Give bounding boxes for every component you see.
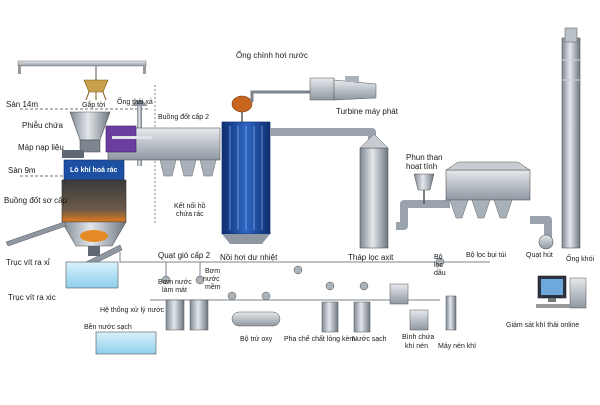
label-ket-noi-ho-2: chứa rác xyxy=(176,211,204,218)
label-bom-nuoc-mem-2: nước xyxy=(203,276,220,283)
label-bo-tru-oxy: Bộ trừ oxy xyxy=(240,336,273,343)
label-turbine-may-phat: Turbine máy phát xyxy=(336,107,398,116)
chemical-dosing-tanks xyxy=(321,301,371,333)
label-san-14m: Sàn 14m xyxy=(6,100,39,109)
chimney-stack xyxy=(561,27,581,249)
grab-bucket-icon xyxy=(83,66,109,101)
acid-scrubber-tower xyxy=(359,133,389,249)
label-binh-chua-1: Bình chứa xyxy=(402,334,435,341)
secondary-combustion-chamber xyxy=(105,125,221,177)
label-bo-loc-bui-tui: Bộ lọc bụi túi xyxy=(466,252,507,259)
label-phun-than-1: Phun than xyxy=(406,153,443,162)
clean-water-basin xyxy=(95,331,157,355)
label-he-thong-xu-ly-nuoc: Hệ thống xử lý nước xyxy=(100,307,165,314)
induced-draft-fan xyxy=(538,234,554,250)
label-ket-noi-ho-1: Kết nối hồ xyxy=(174,203,206,210)
label-buong-dot-cap-2: Buồng đốt cấp 2 xyxy=(158,114,209,121)
label-gap-toi: Gắp tời xyxy=(82,102,106,109)
feed-hopper xyxy=(62,111,111,158)
label-phun-than-2: hoạt tính xyxy=(406,162,438,171)
label-bo-loc-dau-3: dầu xyxy=(434,270,446,277)
label-truc-vit-ra-xic: Trục vít ra xic xyxy=(8,293,56,302)
deaerator-tank xyxy=(231,311,281,327)
label-nuoc-sach: Nước sạch xyxy=(352,336,387,343)
monitoring-computer-icon xyxy=(536,275,587,309)
label-bom-nuoc-lam-mat-1: Bơm nước xyxy=(158,279,192,286)
bag-filter xyxy=(445,161,531,219)
label-ong-khoi: Ống khói xyxy=(566,256,595,263)
label-bo-loc-dau-1: Bộ xyxy=(434,254,443,261)
main-steam-pipe xyxy=(250,90,318,102)
label-giam-sat-khi-thai-online: Giám sát khí thải online xyxy=(506,322,580,329)
label-san-9m: Sàn 9m xyxy=(8,166,36,175)
water-treatment-tanks xyxy=(165,299,209,331)
label-ong-thai-xa: Ống thải xả xyxy=(117,99,153,106)
waste-heat-boiler xyxy=(221,95,271,244)
label-phieu-chua: Phiễu chứa xyxy=(22,121,63,130)
label-truc-vit-ra-xi: Trục vít ra xỉ xyxy=(6,258,50,267)
label-lo-khi-hoa-rac: Lò khí hoá rác xyxy=(70,167,118,174)
label-bom-nuoc-lam-mat-2: làm mát xyxy=(162,287,187,294)
label-thap-loc-axit: Tháp lọc axit xyxy=(348,253,394,262)
activated-carbon-hopper xyxy=(413,173,435,204)
label-ong-chinh-hoi-nuoc: Ống chính hơi nước xyxy=(236,51,308,60)
label-quat-hut: Quạt hút xyxy=(526,252,553,259)
label-noi-hoi-du-nhiet: Nồi hơi dư nhiệt xyxy=(220,253,278,262)
label-binh-chua-2: khí nén xyxy=(405,343,428,350)
label-bom-nuoc-mem-3: mềm xyxy=(205,284,221,291)
gasifier-furnace xyxy=(61,159,127,256)
label-pha-che-chat-long-kem: Pha chế chất lỏng kèm xyxy=(284,336,356,343)
crane-gantry xyxy=(17,60,147,74)
label-bom-nuoc-mem-1: Bơm xyxy=(205,268,221,275)
label-map-nap-lieu: Máp nạp liệu xyxy=(18,143,64,152)
label-ben-nuoc-sach: Bền nước sạch xyxy=(84,324,132,331)
pump-icons xyxy=(161,257,445,301)
turbine-generator xyxy=(309,76,377,101)
air-receiver-tanks xyxy=(389,283,457,331)
label-buong-dot-so-cap: Buồng đốt sơ cấp xyxy=(4,196,68,205)
label-bo-loc-dau-2: lọc xyxy=(434,262,443,269)
label-may-nen-khi: Máy nén khí xyxy=(438,343,477,350)
label-quat-gio-cap-2: Quạt gió cấp 2 xyxy=(158,251,211,260)
slag-water-tank xyxy=(65,261,119,289)
